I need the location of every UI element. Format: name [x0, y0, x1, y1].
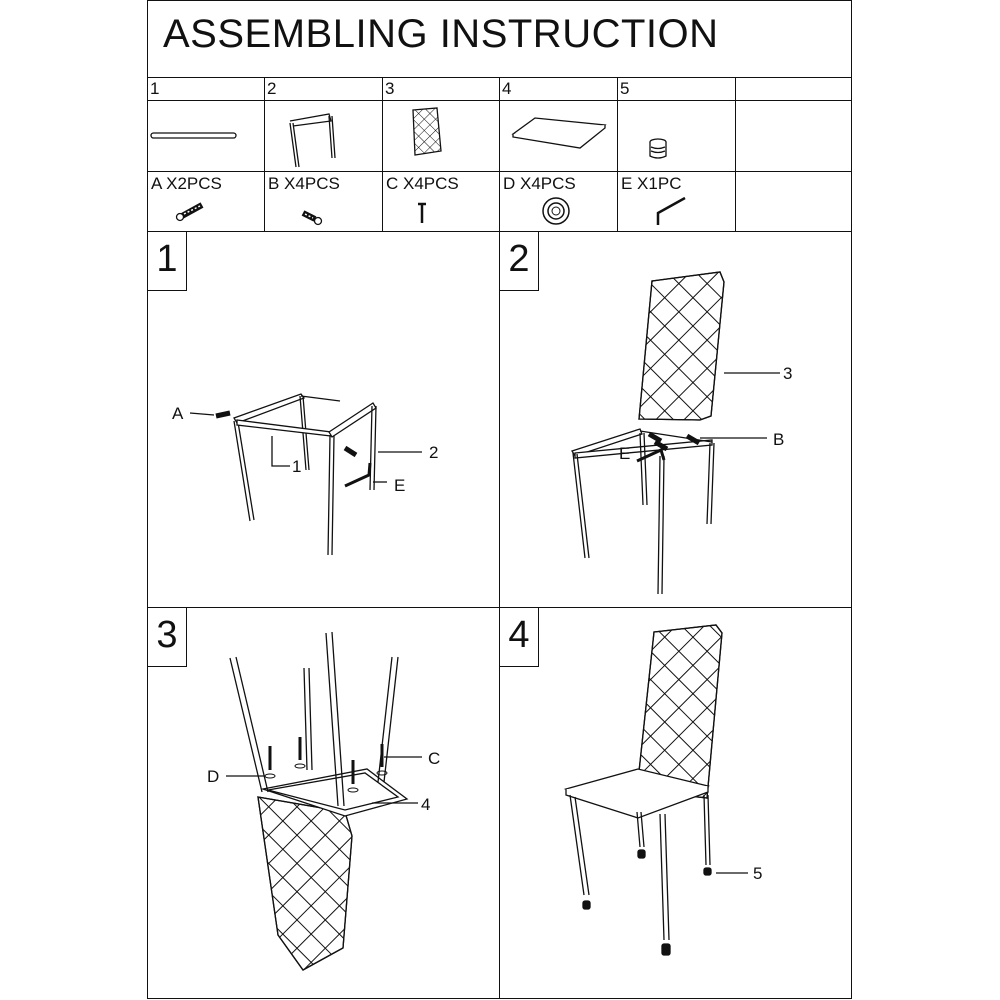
step-number-3: 3: [156, 614, 178, 656]
step1-callout-a: A: [172, 404, 184, 423]
part-leg-frame-icon: [289, 113, 336, 168]
step2-callout-3: 3: [783, 364, 793, 383]
step4-callout-5: 5: [753, 864, 763, 883]
step3-illustration: [226, 631, 422, 971]
step-number-1: 1: [156, 238, 178, 280]
step-number-2: 2: [508, 238, 530, 280]
step1-callout-e: E: [394, 476, 406, 495]
step2-callout-e: E: [619, 444, 631, 463]
hardware-label-e: E X1PC: [621, 174, 682, 193]
step3-callout-d: D: [207, 767, 220, 786]
part-seat-icon: [511, 117, 607, 149]
step3-callout-c: C: [428, 749, 441, 768]
allen-key-e-icon: [656, 196, 686, 225]
part-number-3: 3: [385, 79, 395, 98]
step1-callout-1: 1: [292, 457, 302, 476]
step1-callout-2: 2: [429, 443, 439, 462]
part-number-5: 5: [620, 79, 630, 98]
page-title: ASSEMBLING INSTRUCTION: [163, 12, 719, 56]
part-number-4: 4: [502, 79, 512, 98]
step4-illustration: [563, 624, 748, 956]
bolt-b-icon: [301, 210, 323, 226]
step2-callout-b: B: [773, 430, 785, 449]
screw-c-icon: [418, 202, 426, 223]
step1-illustration: [189, 393, 422, 556]
step3-callout-4: 4: [421, 795, 431, 814]
table-grid: [147, 0, 852, 999]
hardware-label-a: A X2PCS: [151, 174, 222, 193]
step2-illustration: [571, 271, 780, 595]
hardware-label-c: C X4PCS: [386, 174, 459, 193]
bolt-a-icon: [175, 202, 204, 222]
part-number-2: 2: [267, 79, 277, 98]
part-backrest-icon: [412, 107, 442, 156]
washer-d-icon: [542, 197, 570, 225]
hardware-label-b: B X4PCS: [268, 174, 340, 193]
hardware-label-d: D X4PCS: [503, 174, 576, 193]
part-number-1: 1: [150, 79, 160, 98]
part-rail-icon: [150, 132, 237, 139]
part-foot-cap-icon: [649, 138, 667, 159]
step-number-4: 4: [508, 614, 530, 656]
